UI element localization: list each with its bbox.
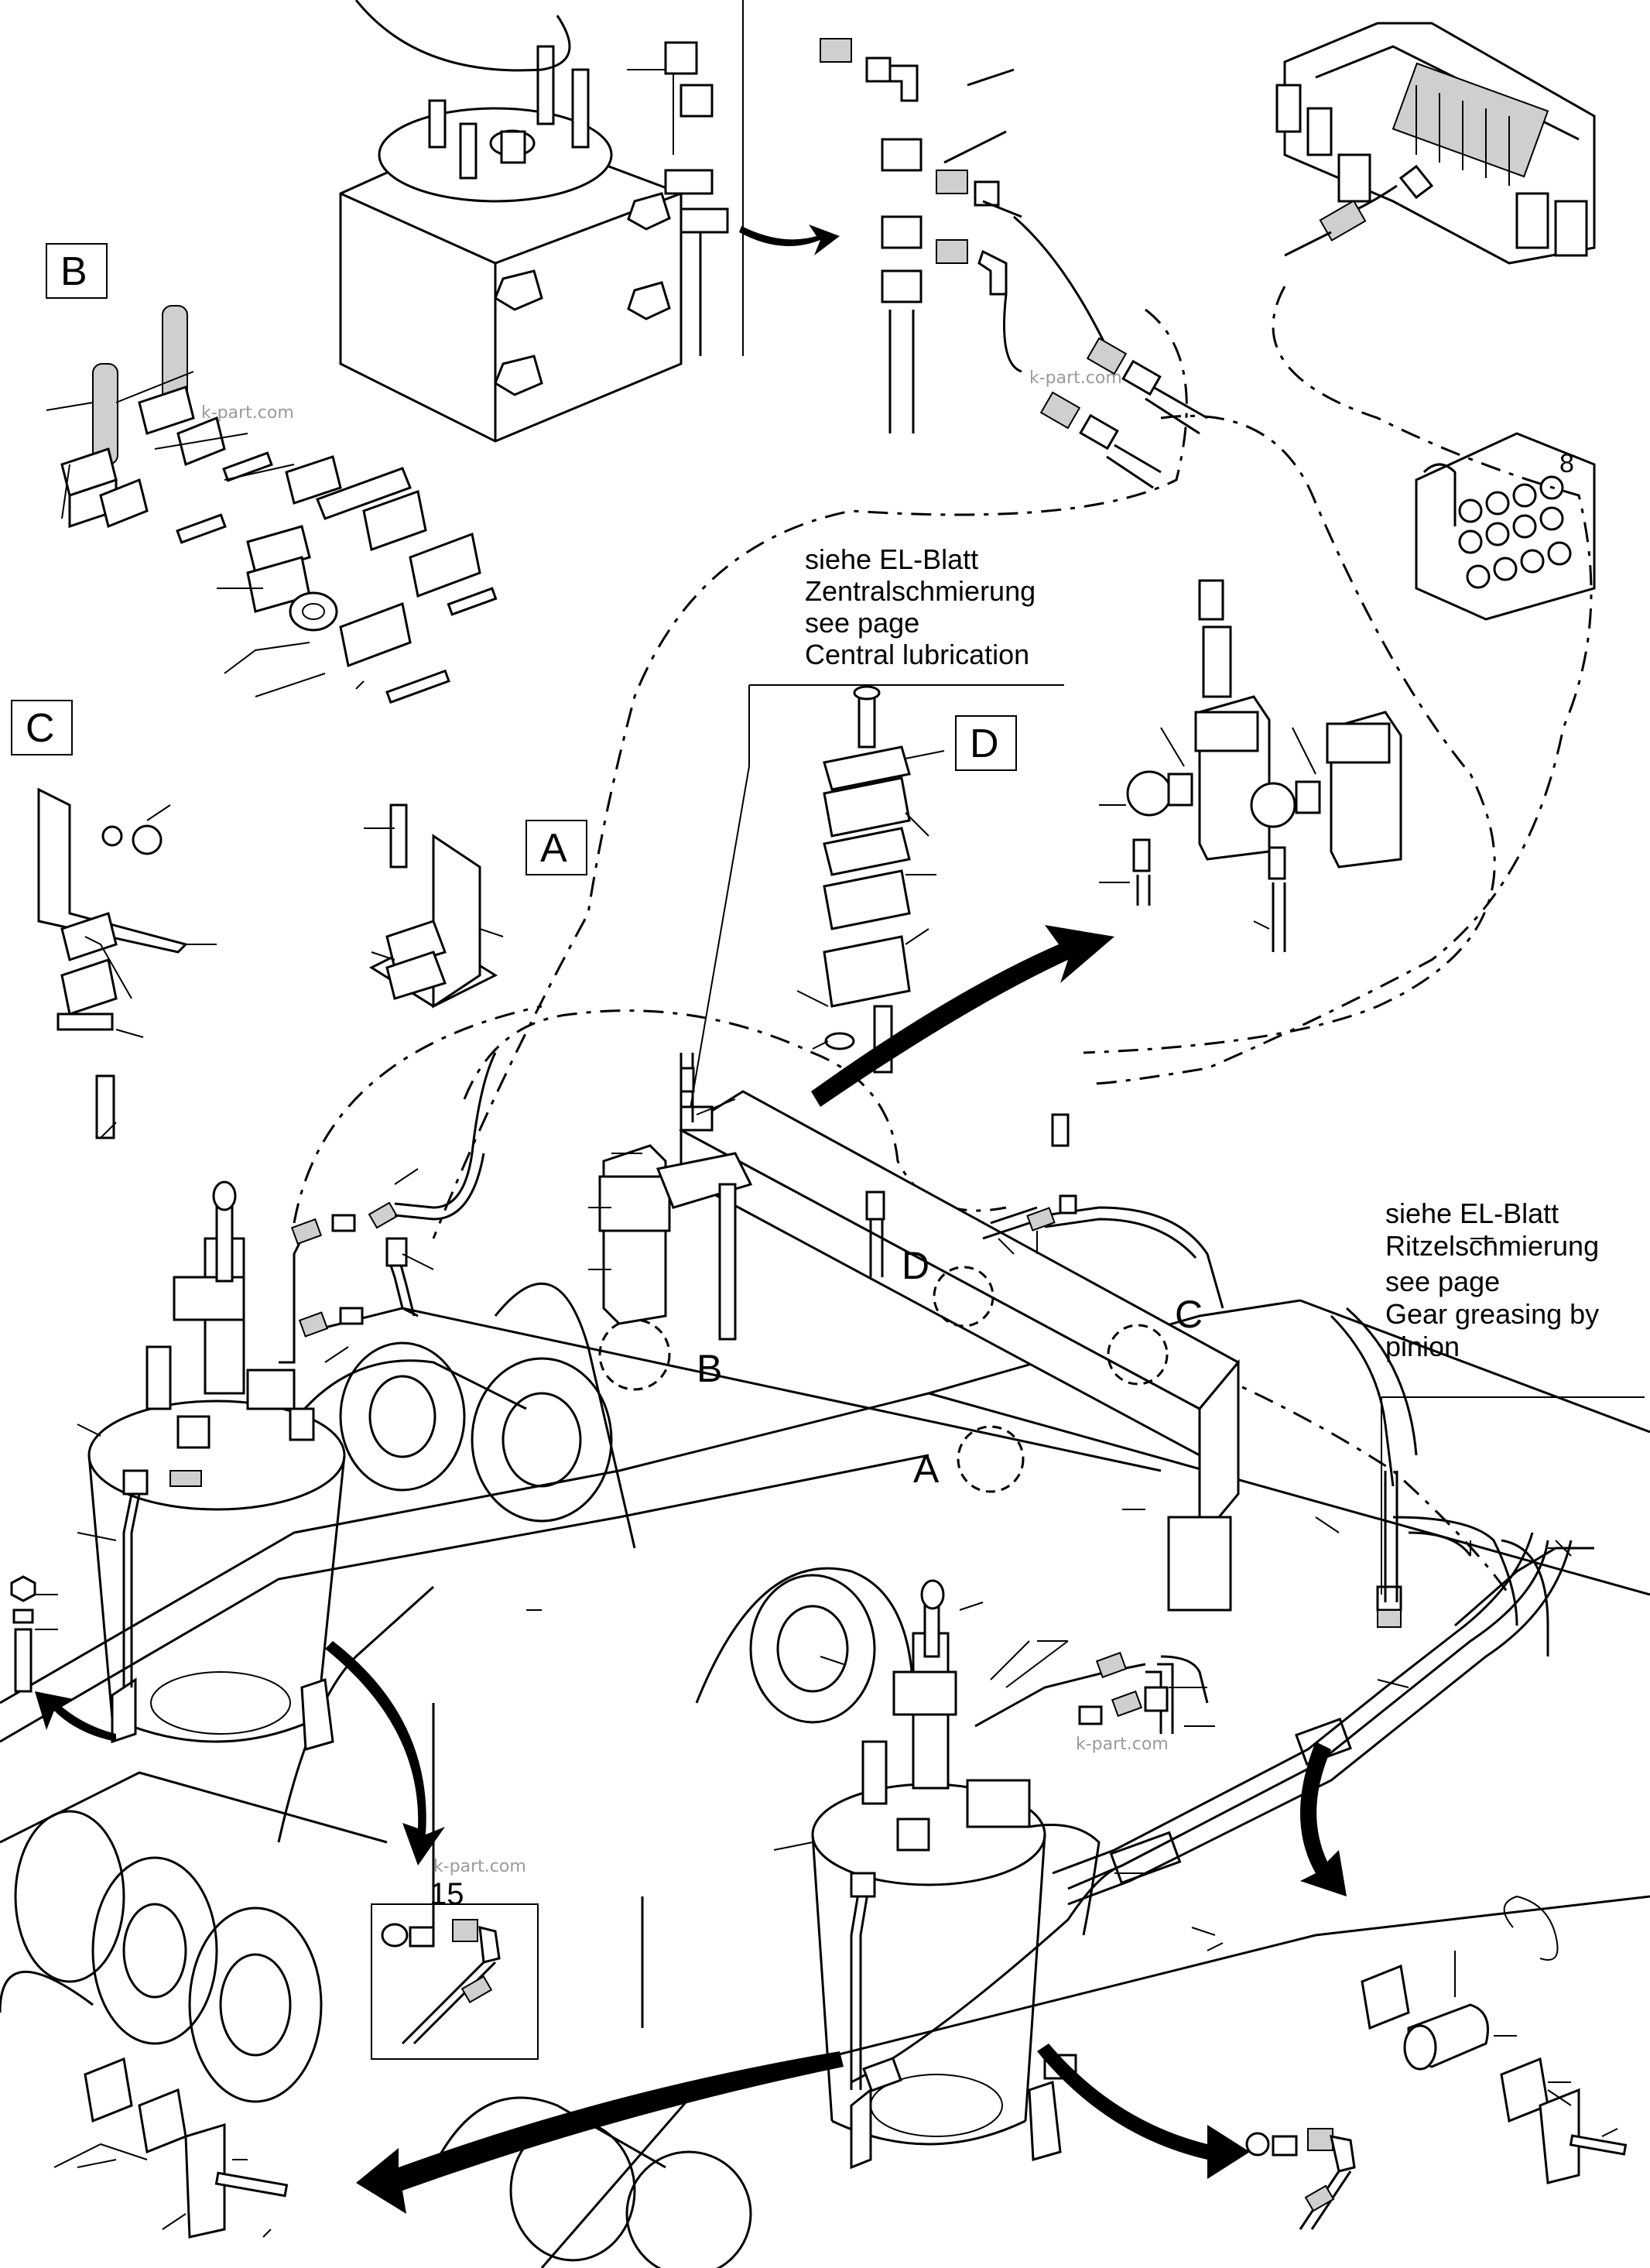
callout-c: C [1175, 1293, 1203, 1336]
lubrication-pump-left [87, 1180, 346, 1751]
watermark-1: k-part.com [201, 403, 294, 423]
callout-b: B [697, 1347, 722, 1390]
view-a-box [525, 820, 587, 875]
hydraulic-block [339, 0, 744, 443]
pump-hoses-upper [279, 1052, 497, 1364]
machine-frame [0, 1090, 1650, 2268]
note-gear-line5: pinion [1385, 1331, 1460, 1362]
pointer-arrow-left [35, 1691, 116, 1742]
callout-a: A [913, 1447, 940, 1491]
note-gear-line4: Gear greasing by [1385, 1298, 1599, 1330]
pointer-arrow-right [1300, 1742, 1347, 1896]
adapter-stack-left [10, 1575, 58, 1693]
note-central-line4: Central lubrication [805, 639, 1029, 670]
connector-number: 8 [1559, 449, 1574, 478]
view-d-detail: D [796, 685, 1017, 1074]
fitting-tree [820, 38, 1022, 433]
callout-circles: D C B A [598, 1244, 1203, 1493]
view-c-box [11, 700, 73, 755]
lubrication-pump-right [811, 1579, 1062, 2170]
detail-15-number: 15 [430, 1877, 464, 1911]
watermark-3: k-part.com [433, 1857, 526, 1876]
pointer-arrow-lower-left [356, 2051, 844, 2214]
hose-bundle-right [1330, 1307, 1594, 1656]
note-central-line2: Zentralschmierung [805, 575, 1036, 607]
view-a-label: A [540, 826, 567, 871]
note-central-line1: siehe EL-Blatt [805, 543, 978, 575]
note-gear-greasing: siehe EL-Blatt Ritzelschmierung see page… [1381, 1197, 1645, 1595]
note-central-line3: see page [805, 607, 919, 639]
clamp-set-lower-right [1361, 1895, 1628, 2184]
watermark-2: k-part.com [1029, 368, 1122, 388]
note-gear-line1: siehe EL-Blatt [1385, 1197, 1559, 1229]
watermark-4: k-part.com [1076, 1735, 1169, 1754]
callout-d: D [902, 1244, 929, 1287]
hose-pair [1013, 215, 1208, 489]
clamp-set-lower-left [53, 2057, 289, 2239]
view-d-box [955, 715, 1017, 771]
leader-lines [77, 1168, 1572, 1951]
note-central-lubrication: siehe EL-Blatt Zentralschmierung see pag… [673, 543, 1064, 1208]
distributor-assembly [588, 1053, 1224, 1341]
pointer-arrow-down [325, 1641, 445, 1865]
view-b-detail: B [46, 243, 498, 704]
note-gear-line3: see page [1385, 1266, 1500, 1297]
view-c-detail: C [11, 700, 217, 1139]
view-c-label: C [26, 706, 55, 751]
view-d-label: D [970, 721, 999, 766]
view-a-detail: A [364, 803, 587, 1009]
pointer-arrow [739, 224, 840, 255]
pointer-arrow-large [811, 925, 1114, 1107]
note-gear-line2: Ritzelschmierung [1385, 1230, 1599, 1262]
connector-plate: 8 [1415, 432, 1596, 621]
pointer-arrow-lower-right [1037, 2044, 1250, 2179]
view-b-label: B [60, 249, 87, 294]
filter-assembly [1099, 579, 1402, 952]
view-b-box [46, 243, 108, 299]
fittings-lower-right [1245, 2128, 1356, 2230]
detail-15: 15 [371, 1877, 539, 2060]
valve-block-assembly [1275, 22, 1596, 265]
